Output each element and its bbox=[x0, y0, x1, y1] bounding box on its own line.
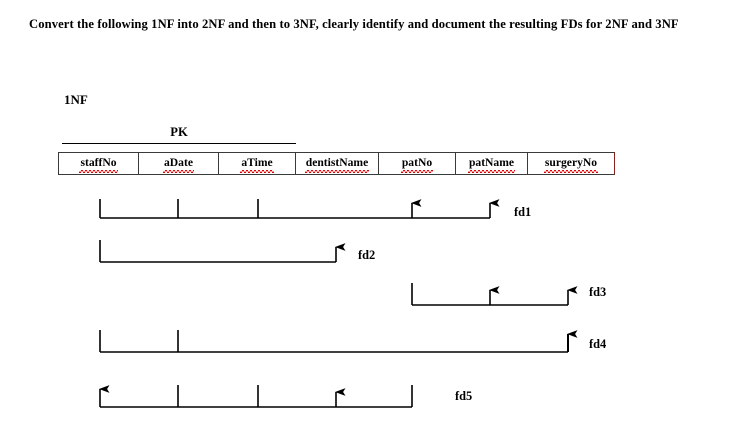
table-column-staffno: staffNo bbox=[59, 153, 139, 174]
relation-table: staffNo aDate aTime dentistName patNo pa… bbox=[58, 152, 615, 175]
column-label: aDate bbox=[163, 156, 194, 173]
fd-label-fd2: fd2 bbox=[358, 248, 376, 262]
fd-label-fd1: fd1 bbox=[514, 205, 532, 219]
fd-label-fd3: fd3 bbox=[589, 285, 607, 299]
fd-label-fd4: fd4 bbox=[589, 337, 607, 351]
table-column-adate: aDate bbox=[139, 153, 219, 174]
column-label: dentistName bbox=[304, 156, 370, 173]
table-column-patname: patName bbox=[456, 153, 528, 174]
table-column-patno: patNo bbox=[379, 153, 456, 174]
primary-key-underline bbox=[62, 143, 296, 144]
question-prompt: Convert the following 1NF into 2NF and t… bbox=[29, 17, 679, 31]
primary-key-label: PK bbox=[170, 125, 188, 139]
fd-label-fd5: fd5 bbox=[455, 389, 473, 403]
column-label: patNo bbox=[400, 156, 434, 173]
fd-group-fd4 bbox=[99, 330, 578, 353]
table-column-dentistname: dentistName bbox=[296, 153, 379, 174]
column-label: surgeryNo bbox=[543, 156, 599, 173]
column-label: staffNo bbox=[79, 156, 118, 173]
primary-key-bracket: PK bbox=[62, 126, 296, 148]
fd-group-fd5 bbox=[99, 385, 413, 408]
fd-group-fd3 bbox=[411, 283, 578, 306]
table-column-surgeryno: surgeryNo bbox=[528, 153, 614, 174]
column-label: patName bbox=[467, 156, 516, 173]
table-column-atime: aTime bbox=[219, 153, 296, 174]
normal-form-label: 1NF bbox=[64, 92, 88, 107]
column-label: aTime bbox=[240, 156, 275, 173]
fd-group-fd1 bbox=[99, 199, 500, 219]
fd-group-fd2 bbox=[99, 240, 346, 263]
